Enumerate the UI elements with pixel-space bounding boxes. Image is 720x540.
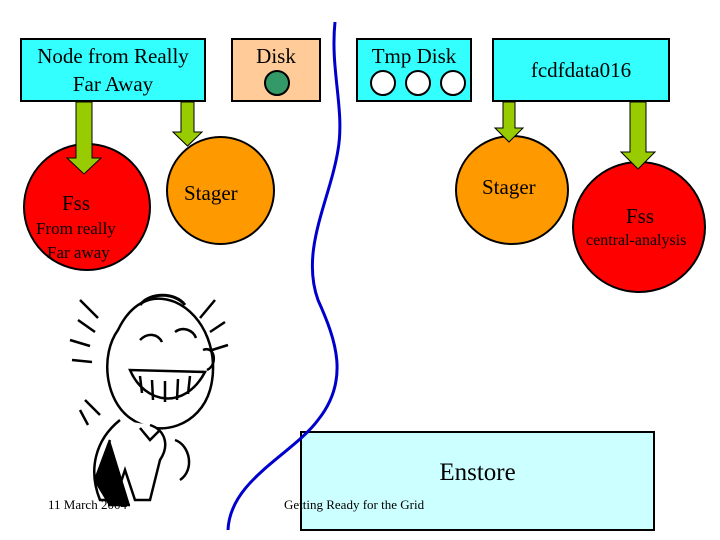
tmp-disk-icon-1 — [370, 70, 396, 96]
down-arrow-icon — [171, 101, 204, 147]
footer-date: 11 March 2004 — [48, 497, 127, 512]
far-node-box: Node from Really Far Away — [20, 38, 206, 102]
stager-right-circle — [455, 135, 569, 245]
down-arrow-icon — [619, 101, 657, 170]
stager-right-label: Stager — [482, 175, 536, 199]
fcdfdata-label: fcdfdata016 — [530, 57, 632, 82]
fss-left-title: Fss — [62, 191, 91, 215]
far-node-label: Node from Really Far Away — [37, 44, 189, 96]
divider-line — [226, 21, 342, 531]
down-arrow-icon — [493, 101, 525, 143]
stager-left-circle — [166, 136, 275, 245]
enstore-label: Enstore — [439, 459, 516, 486]
fss-left-subtitle-2: Far away — [47, 243, 110, 262]
laughing-man-icon — [69, 293, 229, 507]
tmp-disk-label: Tmp Disk — [371, 44, 457, 68]
disk-icon — [264, 70, 290, 96]
fss-right-circle — [572, 161, 706, 293]
fss-right-title: Fss — [626, 204, 655, 228]
disk-label: Disk — [256, 44, 296, 68]
fss-left-subtitle-1: From really — [36, 219, 116, 238]
tmp-disk-icon-3 — [440, 70, 466, 96]
fcdfdata-box: fcdfdata016 — [492, 38, 670, 102]
down-arrow-icon — [65, 101, 103, 175]
enstore-box: Enstore — [300, 431, 655, 531]
tmp-disk-icon-2 — [405, 70, 431, 96]
stager-left-label: Stager — [184, 181, 238, 205]
fss-right-subtitle: central-analysis — [586, 232, 687, 249]
footer-title: Getting Ready for the Grid — [284, 497, 425, 512]
